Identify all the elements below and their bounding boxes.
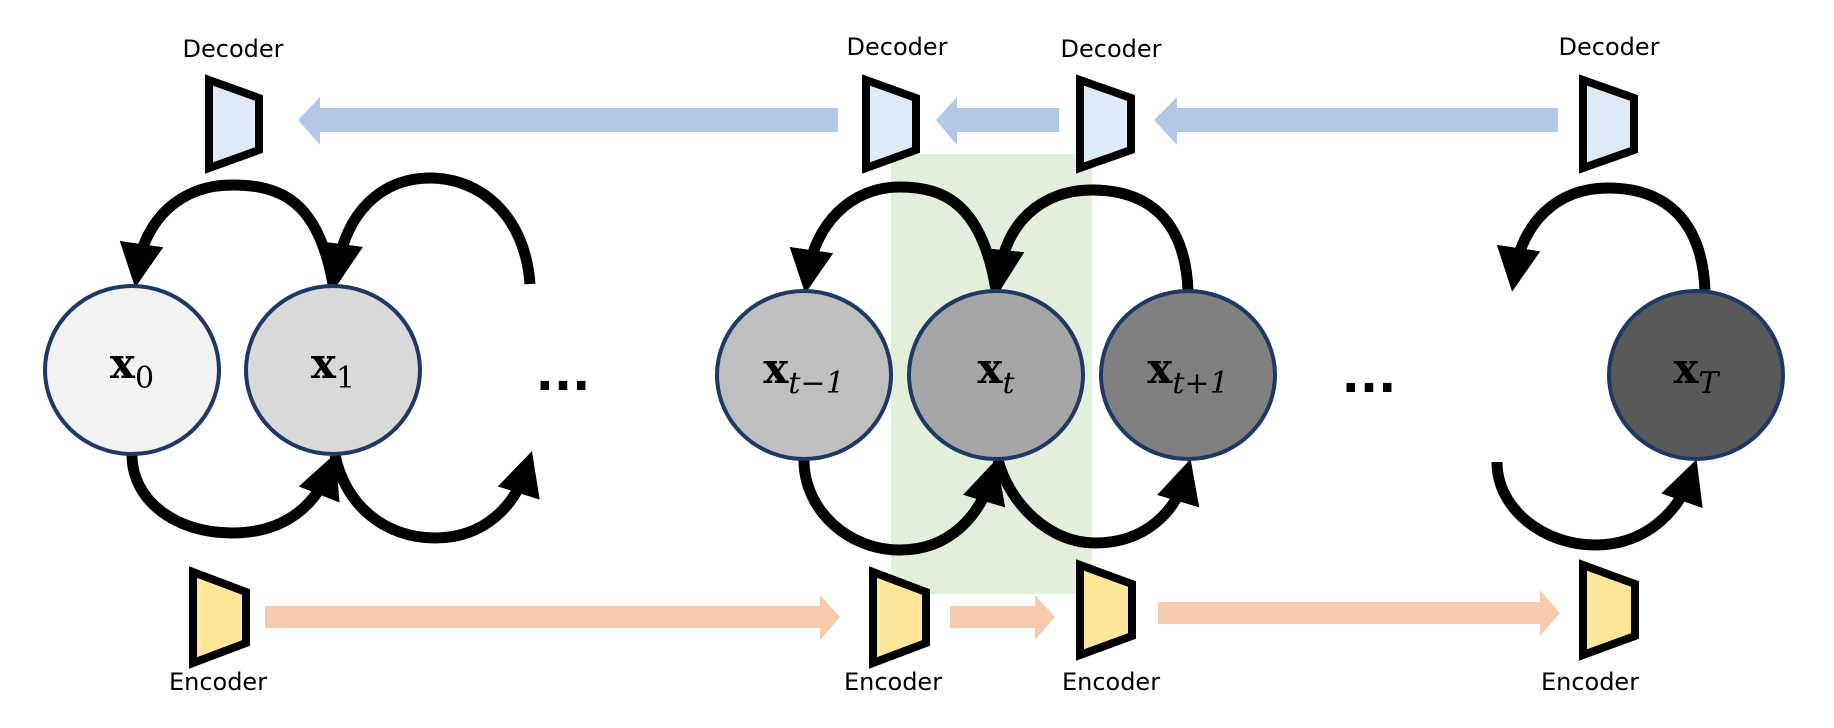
node-label: xt−1 xyxy=(763,344,844,401)
encoder-flow-arrows xyxy=(265,590,1560,640)
decoder-3: Decoder xyxy=(1061,35,1162,174)
encoder-flow-arrow-3 xyxy=(1158,590,1560,636)
decoder-icon xyxy=(1579,74,1638,174)
forward-arc-x0-to-x1 xyxy=(126,453,340,539)
node-x_T: xT xyxy=(1607,289,1785,461)
node-x_t+1: xt+1 xyxy=(1099,289,1277,461)
encoder-flow-arrow-1 xyxy=(265,595,840,640)
reverse-arc-xt-to-xt-1 xyxy=(789,181,1002,294)
transition-arcs xyxy=(119,172,1711,556)
node-label: x1 xyxy=(311,339,355,396)
node-x_t: xt xyxy=(907,289,1085,461)
reverse-arc-x2-to-x1 xyxy=(319,172,536,288)
decoder-icon xyxy=(1076,74,1135,174)
node-x1: x1 xyxy=(244,284,422,456)
decoder-4: Decoder xyxy=(1559,33,1660,174)
node-x0: x0 xyxy=(43,284,221,456)
ellipsis-1: ... xyxy=(536,346,591,402)
decoder-label: Decoder xyxy=(183,35,284,63)
encoder-label: Encoder xyxy=(1541,668,1639,696)
encoder-icon xyxy=(1076,559,1136,661)
encoder-label: Encoder xyxy=(844,668,942,696)
encoder-icon xyxy=(189,566,250,669)
reverse-arc-x1-to-x0 xyxy=(119,179,339,288)
decoders: Decoder Decoder Decoder Decoder xyxy=(183,33,1660,174)
decoder-icon xyxy=(205,74,263,174)
encoder-3: Encoder xyxy=(1062,559,1160,696)
encoder-1: Encoder xyxy=(169,566,267,696)
decoder-label: Decoder xyxy=(1559,33,1660,61)
ellipsis-2: ... xyxy=(1342,348,1397,404)
node-circle xyxy=(907,289,1085,461)
decoder-1: Decoder xyxy=(183,35,284,174)
forward-arc-prev-to-xT xyxy=(1491,459,1703,551)
decoder-2: Decoder xyxy=(847,33,948,174)
encoder-flow-arrow-2 xyxy=(950,595,1055,640)
node-label: xt+1 xyxy=(1147,344,1228,401)
node-x_t-1: xt−1 xyxy=(715,289,893,461)
reverse-arc-xT-to-prev xyxy=(1496,182,1711,292)
forward-arc-xt-1-to-xt xyxy=(798,459,1006,556)
decoder-flow-arrow-1 xyxy=(298,97,838,145)
nodes: x0 x1 xt−1 xt xt+1 xT xyxy=(43,284,1785,461)
forward-arc-x1-to-x2 xyxy=(329,451,540,544)
node-circle xyxy=(1607,289,1785,461)
encoder-icon xyxy=(869,566,930,669)
decoder-icon xyxy=(862,74,920,174)
encoder-2: Encoder xyxy=(844,566,942,696)
encoder-label: Encoder xyxy=(1062,668,1160,696)
node-label: xT xyxy=(1673,344,1720,401)
encoder-4: Encoder xyxy=(1541,559,1639,696)
encoders: Encoder Encoder Encoder Encoder xyxy=(169,559,1639,696)
encoder-label: Encoder xyxy=(169,668,267,696)
decoder-label: Decoder xyxy=(847,33,948,61)
node-circle xyxy=(43,284,221,456)
node-label: xt xyxy=(977,344,1015,401)
decoder-flow-arrow-2 xyxy=(936,97,1059,145)
reverse-arc-xt+1-to-xt xyxy=(980,184,1194,294)
decoder-label: Decoder xyxy=(1061,35,1162,63)
forward-arc-xt-to-xt+1 xyxy=(992,458,1200,549)
node-label: x0 xyxy=(110,339,154,396)
node-circle xyxy=(1099,289,1277,461)
encoder-icon xyxy=(1579,559,1639,661)
decoder-flow-arrows xyxy=(298,97,1558,145)
node-circle xyxy=(244,284,422,456)
node-circle xyxy=(715,289,893,461)
decoder-flow-arrow-3 xyxy=(1154,97,1558,145)
